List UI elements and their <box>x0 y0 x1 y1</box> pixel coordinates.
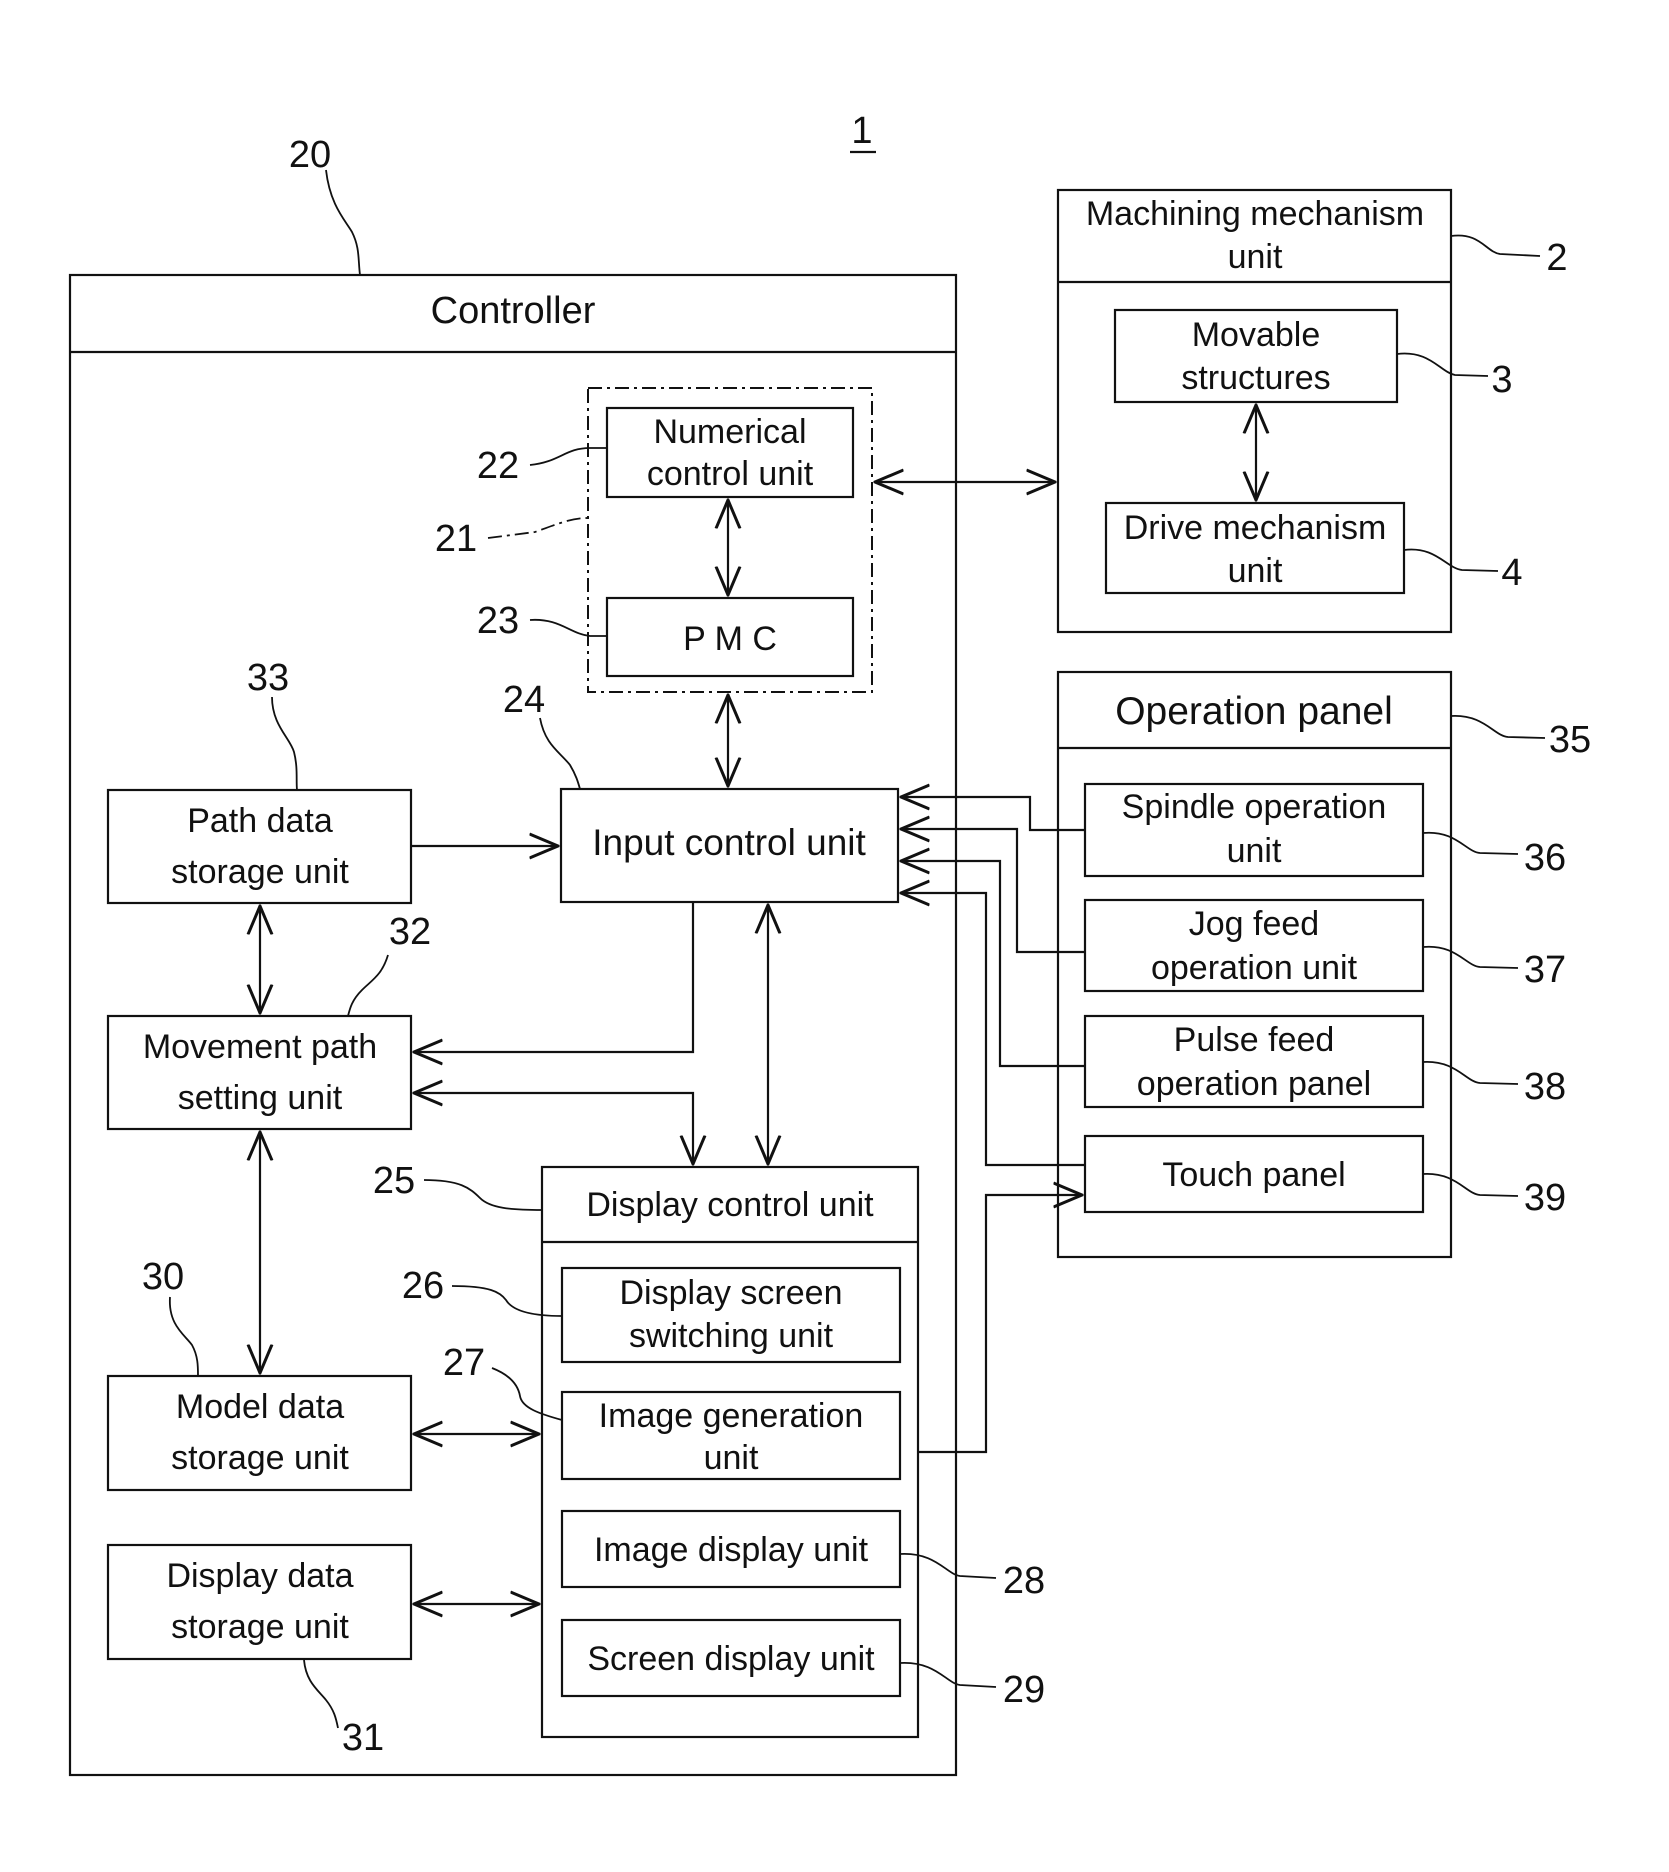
ref-39: 39 <box>1524 1177 1566 1219</box>
display-data-storage-unit: Display data storage unit <box>108 1545 411 1659</box>
figure-number: 1 <box>851 110 872 152</box>
image-display-unit: Image display unit <box>562 1511 900 1587</box>
ref-22: 22 <box>477 445 519 487</box>
leader-35 <box>1451 716 1545 738</box>
ref-29: 29 <box>1003 1669 1045 1711</box>
ref-31: 31 <box>342 1717 384 1759</box>
ref-4: 4 <box>1501 552 1522 594</box>
path-data-storage-unit: Path data storage unit <box>108 790 411 903</box>
model-data-storage-unit: Model data storage unit <box>108 1376 411 1490</box>
ref-37: 37 <box>1524 949 1566 991</box>
ref-24: 24 <box>503 679 545 721</box>
screen-display-label: Screen display unit <box>587 1640 875 1678</box>
ref-33: 33 <box>247 657 289 699</box>
image-generation-label-1: Image generation <box>599 1397 864 1435</box>
display-data-label-1: Display data <box>166 1557 353 1595</box>
image-generation-label-2: unit <box>704 1439 759 1477</box>
spindle-operation-unit: Spindle operation unit <box>1085 784 1423 876</box>
image-generation-unit: Image generation unit <box>562 1392 900 1479</box>
spindle-label-2: unit <box>1227 832 1282 870</box>
drive-label-1: Drive mechanism <box>1124 509 1387 547</box>
path-data-label-2: storage unit <box>171 853 349 891</box>
ref-26: 26 <box>402 1265 444 1307</box>
display-screen-label-2: switching unit <box>629 1317 834 1355</box>
movable-structures-block: Movable structures <box>1115 310 1397 402</box>
movement-path-label-2: setting unit <box>178 1079 343 1117</box>
display-screen-switching-unit: Display screen switching unit <box>562 1268 900 1362</box>
drive-mechanism-unit: Drive mechanism unit <box>1106 503 1404 593</box>
input-control-unit: Input control unit <box>561 789 898 902</box>
operation-panel-label: Operation panel <box>1115 690 1393 733</box>
display-data-label-2: storage unit <box>171 1608 349 1646</box>
jog-feed-label-1: Jog feed <box>1189 905 1319 943</box>
movable-label-2: structures <box>1181 359 1330 397</box>
machining-label-2: unit <box>1228 238 1283 276</box>
image-display-label: Image display unit <box>594 1531 869 1569</box>
leader-20 <box>326 170 360 275</box>
touch-panel-block: Touch panel <box>1085 1136 1423 1212</box>
ref-28: 28 <box>1003 1560 1045 1602</box>
screen-display-unit: Screen display unit <box>562 1620 900 1696</box>
numerical-control-label-1: Numerical <box>653 413 806 451</box>
ref-36: 36 <box>1524 837 1566 879</box>
ref-25: 25 <box>373 1160 415 1202</box>
pulse-feed-label-2: operation panel <box>1137 1065 1371 1103</box>
display-screen-label-1: Display screen <box>620 1274 843 1312</box>
path-data-label-1: Path data <box>187 802 333 840</box>
pulse-feed-label-1: Pulse feed <box>1174 1021 1335 1059</box>
pulse-feed-operation-panel: Pulse feed operation panel <box>1085 1016 1423 1107</box>
pmc-unit: P M C <box>607 598 853 676</box>
ref-27: 27 <box>443 1342 485 1384</box>
movable-label-1: Movable <box>1192 316 1321 354</box>
pmc-label: P M C <box>683 620 777 658</box>
model-data-label-2: storage unit <box>171 1439 349 1477</box>
controller-label: Controller <box>431 290 596 332</box>
ref-23: 23 <box>477 600 519 642</box>
numerical-control-unit: Numerical control unit <box>607 408 853 497</box>
movement-path-setting-unit: Movement path setting unit <box>108 1016 411 1129</box>
ref-32: 32 <box>389 911 431 953</box>
ref-35: 35 <box>1549 719 1591 761</box>
ref-3: 3 <box>1491 359 1512 401</box>
input-control-label: Input control unit <box>592 822 866 863</box>
ref-21: 21 <box>435 518 477 560</box>
numerical-control-label-2: control unit <box>647 455 814 493</box>
touch-panel-label: Touch panel <box>1162 1156 1345 1194</box>
drive-label-2: unit <box>1228 552 1283 590</box>
machining-label-1: Machining mechanism <box>1086 195 1424 233</box>
spindle-label-1: Spindle operation <box>1122 788 1387 826</box>
ref-20: 20 <box>289 134 331 176</box>
movement-path-label-1: Movement path <box>143 1028 377 1066</box>
jog-feed-operation-unit: Jog feed operation unit <box>1085 900 1423 991</box>
leader-2 <box>1451 235 1540 256</box>
ref-38: 38 <box>1524 1066 1566 1108</box>
model-data-label-1: Model data <box>176 1388 344 1426</box>
ref-30: 30 <box>142 1256 184 1298</box>
ref-2: 2 <box>1546 237 1567 279</box>
display-control-label: Display control unit <box>586 1186 874 1224</box>
jog-feed-label-2: operation unit <box>1151 949 1358 987</box>
